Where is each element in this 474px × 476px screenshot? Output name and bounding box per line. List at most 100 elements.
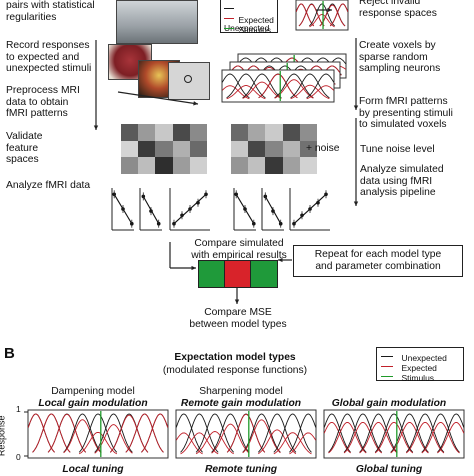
- step-reject-invalid: Reject invalid response spaces: [359, 0, 437, 19]
- tuning-panel-top-expected-curve: [309, 14, 335, 28]
- legend-line-unexpected: [224, 8, 234, 10]
- step-preprocess-mri: Preprocess MRI data to obtain fMRI patte…: [6, 85, 80, 120]
- noise-label: + noise: [306, 143, 340, 154]
- result-box-match-left: [198, 260, 226, 288]
- group-label-dampening: Dampening model: [51, 386, 135, 397]
- legend-b-item-expected: Expected: [381, 358, 437, 376]
- model-panel-global-expected-curve: [343, 421, 382, 454]
- model-panel-global-expected-curve: [421, 421, 460, 454]
- model-panel-remote-unexpected-curve: [180, 413, 219, 453]
- model-panel-global-unexpected-curve: [323, 413, 351, 453]
- pattern-cell: [155, 157, 173, 174]
- legend-label-unexpected: Unexpected: [224, 23, 270, 33]
- pattern-cell: [189, 157, 207, 174]
- legend-item-expected: Expected: [224, 10, 274, 28]
- tuning-panel-voxel-front-unexpected-curve: [242, 73, 282, 99]
- model-panel-local-expected-curve: [32, 413, 71, 453]
- legend-item-stimulus: Stimulus: [224, 20, 271, 38]
- tuning-panel-voxel-front: [221, 69, 335, 103]
- bottom-label-global: Global tuning: [355, 464, 423, 475]
- pattern-cell: [265, 157, 283, 174]
- model-name-global: Global gain modulation: [331, 398, 447, 409]
- y-tick-top: 1: [16, 404, 21, 414]
- pattern-cell: [231, 124, 249, 141]
- tuning-panel-voxel-front-expected-curve: [306, 85, 335, 100]
- tuning-panel-voxel-front-expected-curve: [258, 73, 298, 99]
- model-panel-local-unexpected-curve: [63, 413, 102, 453]
- panel-b-subtitle: (modulated response functions): [162, 365, 308, 376]
- tuning-panel-voxel-front-expected-curve: [226, 85, 266, 100]
- pattern-cell: [121, 140, 139, 158]
- model-panel-remote-unexpected-curve: [289, 413, 317, 453]
- tuning-panel-top-expected-curve: [295, 3, 315, 27]
- pattern-cell: [189, 140, 207, 158]
- model-panel-local-expected-curve: [63, 419, 102, 454]
- repeat-box: Repeat for each model type and parameter…: [293, 245, 463, 277]
- pattern-cell: [299, 157, 317, 174]
- legend-item-unexpected: Unexpected: [224, 0, 277, 36]
- model-panel-remote-expected-curve: [180, 432, 219, 455]
- model-panel-local-expected-curve: [47, 413, 87, 453]
- pattern-cell: [189, 124, 207, 141]
- step-create-voxels: Create voxels by sparse random sampling …: [359, 40, 441, 75]
- model-panel-global-expected-curve: [374, 421, 414, 454]
- pattern-cell: [248, 124, 266, 141]
- tuning-panel-voxel-front-expected-curve: [274, 79, 314, 99]
- step-form-fmri-patterns: Form fMRI patterns by presenting stimuli…: [359, 96, 453, 131]
- step-analyze-fmri: Analyze fMRI data: [6, 180, 91, 191]
- model-panel-global-expected-curve: [359, 421, 398, 454]
- legend-panel-a: Unexpected Expected Stimulus: [220, 0, 278, 36]
- pattern-cell: [248, 140, 266, 158]
- model-panel-global-unexpected-curve: [437, 413, 465, 453]
- model-panel-remote-expected-curve: [289, 432, 317, 455]
- pattern-cell: [265, 124, 283, 141]
- left-flow-arrow-head: [93, 125, 99, 130]
- right-flow-arrow-top-head: [353, 105, 359, 110]
- pattern-cell: [299, 140, 317, 158]
- model-panel-global-expected-curve: [437, 421, 465, 454]
- legend-b-label-unexpected: Unexpected: [401, 353, 447, 363]
- merge-left-arrow-head: [191, 265, 196, 271]
- pattern-cell: [121, 124, 139, 141]
- model-panel-global-unexpected-curve: [328, 413, 367, 453]
- pattern-cell: [121, 157, 139, 174]
- tuning-panel-top-expected-curve: [298, 3, 325, 27]
- model-panel-local-expected-curve: [109, 414, 149, 453]
- model-panel-remote-unexpected-curve: [211, 413, 250, 453]
- legend-line-stimulus: [224, 28, 234, 30]
- step-analyze-simulated: Analyze simulated data using fMRI analys…: [360, 164, 444, 199]
- legend-b-item-stimulus: Stimulus: [381, 368, 434, 386]
- to-mse-arrow-head: [234, 299, 240, 304]
- model-panel-local-expected-curve: [125, 413, 164, 453]
- tuning-panel-voxel-front-expected-curve: [242, 81, 282, 99]
- model-panel-global-unexpected-curve: [405, 413, 445, 453]
- legend-line-expected: [224, 18, 234, 20]
- pattern-cell: [231, 140, 249, 158]
- legend-b-item-unexpected: Unexpected: [381, 348, 447, 366]
- model-panel-local-expected-curve: [141, 413, 169, 453]
- pattern-cell: [155, 140, 173, 158]
- tuning-panel-voxel-front-expected-curve: [290, 84, 330, 100]
- group-label-sharpening: Sharpening model: [199, 386, 283, 397]
- pattern-cell: [172, 157, 190, 174]
- bottom-label-local: Local tuning: [62, 464, 124, 475]
- model-panel-global-expected-curve: [328, 421, 367, 454]
- tuning-panel-top: [295, 0, 349, 31]
- model-panel-remote-expected-curve: [226, 413, 266, 453]
- tuning-panel-voxel-front-unexpected-curve: [306, 73, 335, 99]
- compare-simulated-empirical: Compare simulated with empirical results: [191, 238, 287, 261]
- step-tune-noise: Tune noise level: [360, 144, 435, 155]
- model-panel-local-expected-curve: [27, 413, 55, 453]
- pattern-cell: [282, 157, 300, 174]
- tuning-panel-voxel-front-unexpected-curve: [274, 73, 314, 99]
- pattern-cell: [138, 124, 156, 141]
- legend-b-line-stimulus: [381, 376, 393, 378]
- legend-b-label-expected: Expected: [401, 363, 437, 373]
- pattern-cell: [138, 157, 156, 174]
- step-pairs-regularities: pairs with statistical regularities: [6, 0, 95, 23]
- pattern-cell: [299, 124, 317, 141]
- tuning-panel-voxel-front-unexpected-curve: [290, 73, 330, 99]
- compare-mse: Compare MSE between model types: [189, 307, 287, 330]
- result-box-mismatch: [224, 260, 252, 288]
